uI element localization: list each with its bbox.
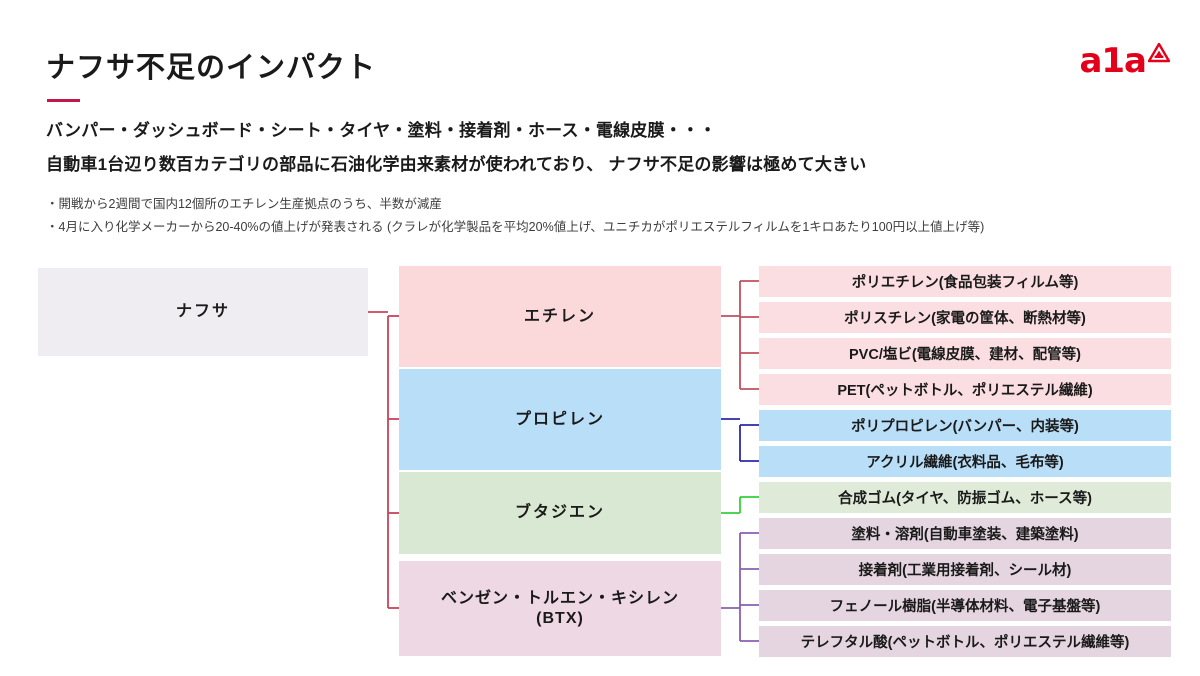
node-butadiene[interactable]: ブタジエン <box>399 472 721 554</box>
node-btx-label-line2: (BTX) <box>536 609 584 627</box>
note-line-1: ・開戦から2週間で国内12個所のエチレン生産拠点のうち、半数が減産 <box>46 197 442 211</box>
leaf-pvc[interactable]: PVC/塩ビ(電線皮膜、建材、配管等) <box>759 338 1171 369</box>
leaf-polyethylene[interactable]: ポリエチレン(食品包装フィルム等) <box>759 266 1171 297</box>
node-btx-label-line1: ベンゼン・トルエン・キシレン <box>440 589 679 607</box>
node-butadiene-label: ブタジエン <box>514 504 605 521</box>
leaf-polystyrene[interactable]: ポリスチレン(家電の筐体、断熱材等) <box>759 302 1171 333</box>
leaf-polypropylene[interactable]: ポリプロピレン(バンパー、内装等) <box>759 410 1171 441</box>
brand-logo: a1a <box>1079 41 1171 81</box>
page-title: ナフサ不足のインパクト <box>46 52 377 84</box>
triangle-emblem-icon <box>1147 42 1171 68</box>
leaf-terephthalic-acid[interactable]: テレフタル酸(ペットボトル、ポリエステル繊維等) <box>759 626 1171 657</box>
lead-line-2: 自動車1台辺り数百カテゴリの部品に石油化学由来素材が使われており、 ナフサ不足の… <box>46 155 867 174</box>
leaf-paint-solvent[interactable]: 塗料・溶剤(自動車塗装、建築塗料) <box>759 518 1171 549</box>
leaf-pet[interactable]: PET(ペットボトル、ポリエステル繊維) <box>759 374 1171 405</box>
leaf-phenolic-resin[interactable]: フェノール樹脂(半導体材料、電子基盤等) <box>759 590 1171 621</box>
leaf-adhesive[interactable]: 接着剤(工業用接着剤、シール材) <box>759 554 1171 585</box>
node-btx-label: ベンゼン・トルエン・キシレン (BTX) <box>441 589 679 629</box>
node-ethylene[interactable]: エチレン <box>399 266 721 367</box>
node-naphtha[interactable]: ナフサ <box>38 268 368 356</box>
node-propylene[interactable]: プロピレン <box>399 369 721 470</box>
leaf-acrylic-fiber[interactable]: アクリル繊維(衣料品、毛布等) <box>759 446 1171 477</box>
logo-wordmark: a1a <box>1079 41 1147 81</box>
node-naphtha-label: ナフサ <box>175 303 230 320</box>
node-propylene-label: プロピレン <box>514 410 605 428</box>
leaf-synthetic-rubber[interactable]: 合成ゴム(タイヤ、防振ゴム、ホース等) <box>759 482 1171 513</box>
title-accent-rule <box>47 99 80 102</box>
node-ethylene-label: エチレン <box>523 307 596 325</box>
note-line-2: ・4月に入り化学メーカーから20-40%の値上げが発表される (クラレが化学製品… <box>46 220 985 234</box>
node-btx[interactable]: ベンゼン・トルエン・キシレン (BTX) <box>399 561 721 656</box>
lead-line-1: バンパー・ダッシュボード・シート・タイヤ・塗料・接着剤・ホース・電線皮膜・・・ <box>46 121 717 140</box>
